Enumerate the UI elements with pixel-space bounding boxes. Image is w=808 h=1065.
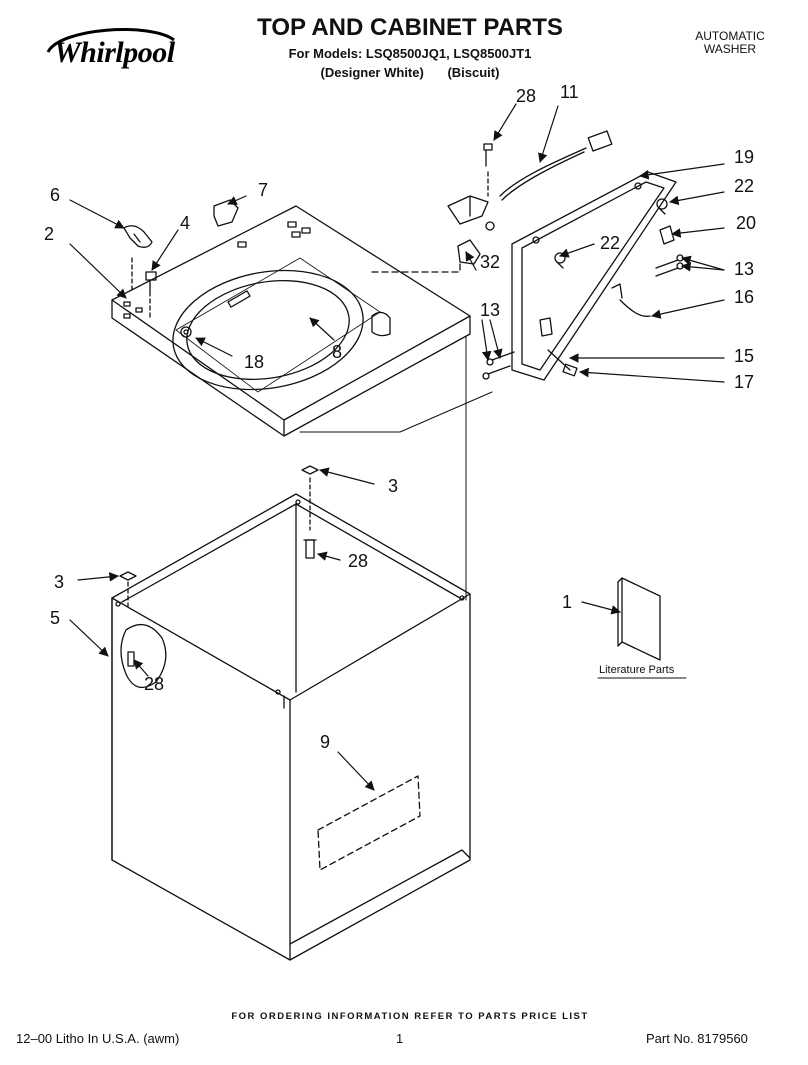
callout-3-upper: 3 <box>388 476 398 496</box>
leader-dash-2 <box>131 257 151 321</box>
leader-arrows <box>69 103 725 791</box>
literature-booklet <box>617 577 661 661</box>
bracket-7 <box>213 199 239 227</box>
appliance-type: AUTOMATIC WASHER <box>670 30 790 56</box>
callout-28-lower: 28 <box>144 674 164 694</box>
callout-7: 7 <box>258 180 268 200</box>
page-number: 1 <box>396 1031 404 1046</box>
callout-20: 20 <box>736 213 756 233</box>
callout-19: 19 <box>734 147 754 167</box>
callout-1: 1 <box>562 592 572 612</box>
callout-16: 16 <box>734 287 754 307</box>
label-9 <box>317 775 421 871</box>
lid-retainer-32 <box>371 239 481 273</box>
page-title: TOP AND CABINET PARTS <box>257 14 563 41</box>
callout-11: 11 <box>560 82 579 102</box>
variant-designer-white: (Designer White) <box>320 65 424 80</box>
logo-swoosh-icon <box>46 28 175 53</box>
connector-17 <box>562 363 578 377</box>
callout-13-right: 13 <box>734 259 754 279</box>
appliance-line-2: WASHER <box>703 42 757 56</box>
callout-22-right: 22 <box>734 176 754 196</box>
callout-4: 4 <box>180 213 190 233</box>
ordering-info: FOR ORDERING INFORMATION REFER TO PARTS … <box>231 1011 589 1022</box>
callout-32: 32 <box>480 252 500 272</box>
screw-28-middle <box>303 539 317 559</box>
callout-5: 5 <box>50 608 60 628</box>
callout-22-left: 22 <box>600 233 620 253</box>
screw-22b <box>656 198 668 215</box>
callout-8: 8 <box>332 342 342 362</box>
literature-parts-label: Literature Parts <box>599 664 675 676</box>
callout-15: 15 <box>734 346 754 366</box>
callout-2: 2 <box>44 224 54 244</box>
cabinet <box>111 493 471 961</box>
callout-6: 6 <box>50 185 60 205</box>
brand-name: Whirlpool <box>54 36 175 69</box>
clip-3-upper <box>301 465 319 475</box>
hinge-clip-6 <box>123 225 153 248</box>
callout-28-top: 28 <box>516 86 536 106</box>
variant-biscuit: (Biscuit) <box>447 65 500 80</box>
part-number: Part No. 8179560 <box>646 1031 748 1046</box>
lid-frame <box>511 171 677 381</box>
lid-switch-harness <box>447 130 613 231</box>
clip-3-lower <box>119 571 137 581</box>
callout-28-middle: 28 <box>348 551 368 571</box>
brand-logo: Whirlpool <box>40 22 180 80</box>
litho-info: 12–00 Litho In U.S.A. (awm) <box>16 1031 180 1046</box>
callout-13-left: 13 <box>480 300 500 320</box>
callout-9: 9 <box>320 732 330 752</box>
callout-17: 17 <box>734 372 754 392</box>
callout-3-lower: 3 <box>54 572 64 592</box>
clip-4 <box>145 271 157 293</box>
bolts-13-right <box>655 254 684 277</box>
callout-18: 18 <box>244 352 264 372</box>
top-panel <box>111 205 471 437</box>
callout-numbers: 6 7 4 2 18 8 28 11 19 22 22 20 13 16 32 … <box>44 82 756 752</box>
models-line: For Models: LSQ8500JQ1, LSQ8500JT1 <box>288 46 532 61</box>
variants-line: (Designer White) (Biscuit) <box>200 65 620 80</box>
appliance-line-1: AUTOMATIC <box>695 29 765 43</box>
